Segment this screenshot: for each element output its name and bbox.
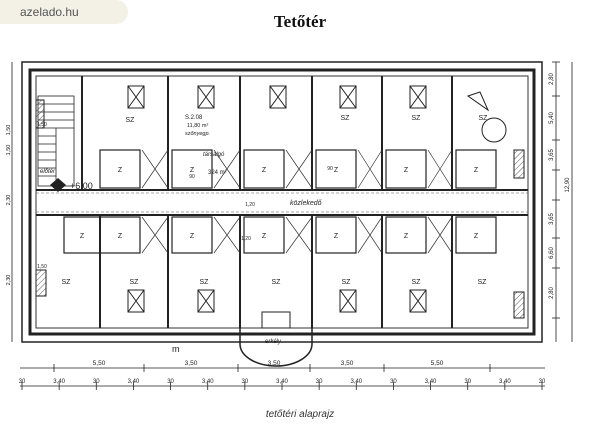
bathrooms-bottom — [63, 216, 497, 254]
room-label-sz: SZ — [62, 279, 72, 286]
corridor-label: közlekedő — [290, 200, 322, 207]
drawing-caption: tetőtéri alaprajz — [265, 409, 335, 420]
room-label-z: Z — [262, 233, 267, 240]
room-label-z: Z — [118, 233, 123, 240]
round-vent — [481, 117, 507, 143]
dim-interior: 1,20 — [245, 202, 255, 208]
dim-bottom: 30 — [167, 379, 174, 385]
dim-right: 3,65 — [549, 149, 555, 161]
dim-right: 2,80 — [549, 287, 555, 299]
dim-bottom: 3,40 — [128, 379, 140, 385]
chimney-top-right — [513, 149, 525, 179]
dim-left: 2,30 — [6, 195, 12, 206]
room-label-z: Z — [474, 167, 479, 174]
room-label-sz: SZ — [412, 115, 422, 122]
balcony-label: erkély — [265, 339, 282, 345]
dim-right: 5,40 — [549, 112, 555, 124]
dim-left: 1,50 — [6, 145, 12, 156]
room-label-sz: SZ — [130, 279, 140, 286]
dim-interior: 90 — [327, 166, 333, 172]
dim-right: 3,65 — [549, 213, 555, 225]
dim-right: 12,90 — [565, 177, 571, 193]
dim-right: 2,80 — [549, 73, 555, 85]
dim-top: 3,50 — [268, 360, 281, 367]
chimney-top-left — [35, 99, 45, 129]
bottom-partitions — [99, 215, 453, 328]
drawing-title: Tetőtér — [273, 12, 327, 31]
balcony — [239, 328, 313, 367]
dim-bottom: 3,40 — [350, 379, 362, 385]
room-label-sz: SZ — [200, 279, 210, 286]
room-label-sz: SZ — [479, 115, 489, 122]
dim-interior: 90 — [189, 174, 195, 180]
dim-bottom: 30 — [93, 379, 100, 385]
outer-wall — [28, 68, 536, 336]
room-label-sz: SZ — [478, 279, 488, 286]
dim-bottom: 30 — [242, 379, 249, 385]
dim-interior: 1,50 — [37, 264, 47, 270]
dim-top: 5,50 — [93, 360, 106, 367]
communal-area: 324 m² — [208, 170, 227, 176]
dim-bottom: 3,40 — [276, 379, 288, 385]
room-label-z: Z — [474, 233, 479, 240]
room-label-z: Z — [190, 167, 195, 174]
room-label-sz: SZ — [342, 279, 352, 286]
room-label-sz: SZ — [412, 279, 422, 286]
dim-interior: 1,50 — [37, 122, 47, 128]
dim-bottom: 30 — [464, 379, 471, 385]
hall-label: előtér — [40, 169, 56, 175]
dim-right: 6,60 — [549, 247, 555, 259]
level-marker — [50, 178, 66, 192]
room-label-z: Z — [404, 233, 409, 240]
communal-name: társalgó — [203, 152, 225, 158]
dim-bottom: 3,40 — [53, 379, 65, 385]
room-label-sz: SZ — [272, 279, 282, 286]
room-label-z: Z — [118, 167, 123, 174]
room-label-z: Z — [404, 167, 409, 174]
dim-top: 3,50 — [185, 360, 198, 367]
dim-bottom: 30 — [390, 379, 397, 385]
roof-outline — [21, 61, 543, 343]
room-label-sz: SZ — [341, 115, 351, 122]
room-label-z: Z — [262, 167, 267, 174]
chimney-bottom-right — [513, 291, 525, 319]
room-code: S.2.08 — [185, 115, 203, 121]
room-floor: szőnyegp. — [185, 131, 210, 137]
dim-bottom: 30 — [316, 379, 323, 385]
chimney-bottom-left — [35, 269, 47, 297]
room-label-z: Z — [334, 167, 339, 174]
bathrooms-top — [99, 149, 497, 189]
roof-windows — [127, 85, 427, 313]
dim-left: 1,50 — [6, 125, 12, 136]
dim-bottom: 30 — [19, 379, 26, 385]
stair-level-label: +6,00 — [70, 181, 93, 191]
dim-top: 3,50 — [341, 360, 354, 367]
dim-interior: 1,20 — [241, 236, 251, 242]
dim-left: 2,30 — [6, 275, 12, 286]
dim-bottom: 3,40 — [425, 379, 437, 385]
dim-bottom: 3,40 — [202, 379, 214, 385]
room-label-sz: SZ — [126, 117, 136, 124]
dim-top: 5,50 — [431, 360, 444, 367]
shaft-crosses — [141, 149, 453, 254]
top-partitions — [81, 76, 453, 190]
marker-m: m — [172, 344, 180, 354]
inner-wall — [35, 75, 529, 329]
dim-bottom: 30 — [539, 379, 546, 385]
dim-bottom: 3,40 — [499, 379, 511, 385]
room-label-z: Z — [190, 233, 195, 240]
room-label-z: Z — [334, 233, 339, 240]
room-label-z: Z — [80, 233, 85, 240]
watermark: azelado.hu — [0, 0, 128, 24]
room-area: 11,80 m² — [187, 123, 208, 129]
